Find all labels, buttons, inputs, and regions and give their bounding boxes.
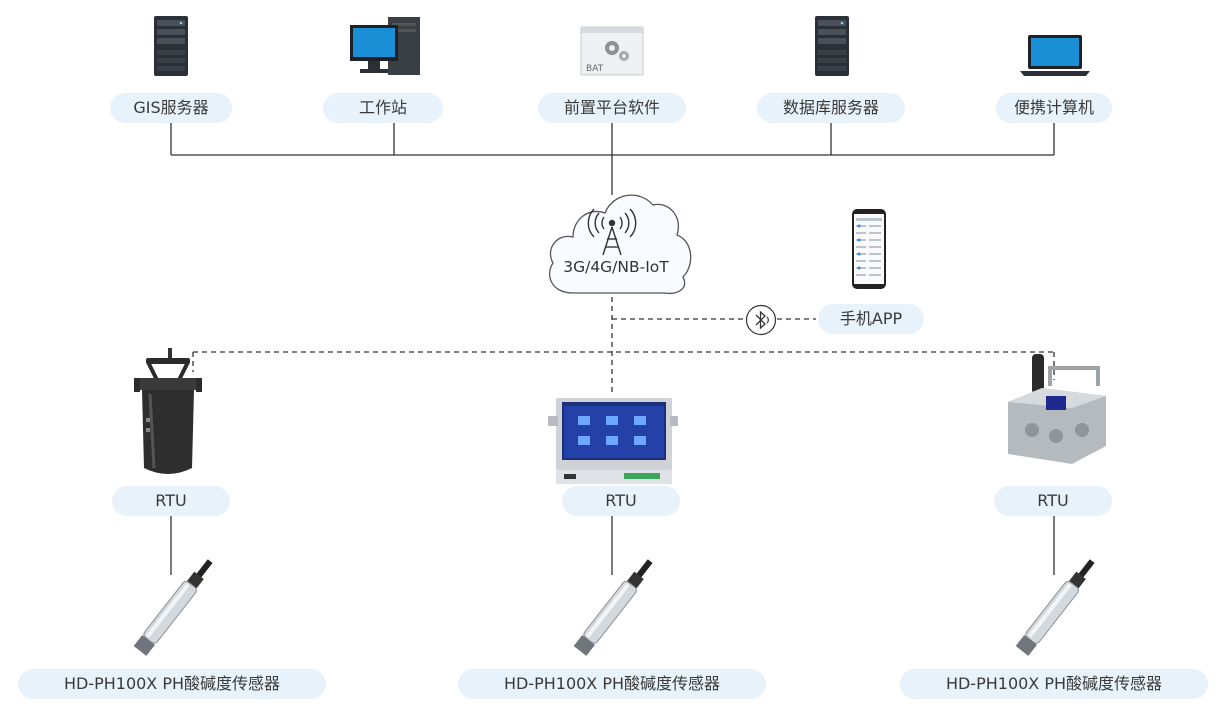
rtu-label-2: RTU: [562, 486, 680, 516]
touchscreen-rtu-icon: [548, 398, 678, 484]
desktop-computer-icon: [350, 17, 420, 75]
bluetooth-icon: [745, 304, 777, 336]
sensor-label-3: HD-PH100X PH酸碱度传感器: [900, 669, 1208, 699]
sensor-label-2: HD-PH100X PH酸碱度传感器: [458, 669, 766, 699]
node-label-gis: GIS服务器: [110, 93, 232, 123]
server-tower-icon: [815, 16, 849, 76]
node-label-laptop: 便携计算机: [996, 93, 1112, 123]
node-label-database: 数据库服务器: [757, 93, 905, 123]
server-tower-icon: [154, 16, 188, 76]
probe-sensor-icon: [573, 559, 653, 656]
bat-icon-text: BAT: [586, 64, 604, 74]
smartphone-icon: [852, 209, 886, 289]
cloud-antenna-icon: [549, 194, 692, 295]
bat-software-icon: BAT: [580, 26, 644, 76]
rtu-label-3: RTU: [994, 486, 1112, 516]
node-label-frontend: 前置平台软件: [538, 93, 686, 123]
laptop-icon: [1020, 35, 1090, 76]
box-rtu-icon: [1008, 354, 1106, 464]
cylindrical-rtu-icon: [134, 348, 202, 474]
probe-sensor-icon: [1015, 559, 1095, 656]
probe-sensor-icon: [133, 559, 213, 656]
network-label: 3G/4G/NB-IoT: [563, 258, 669, 276]
node-label-workstation: 工作站: [323, 93, 443, 123]
mobile-app-label: 手机APP: [818, 304, 924, 334]
rtu-label-1: RTU: [112, 486, 230, 516]
sensor-label-1: HD-PH100X PH酸碱度传感器: [18, 669, 326, 699]
